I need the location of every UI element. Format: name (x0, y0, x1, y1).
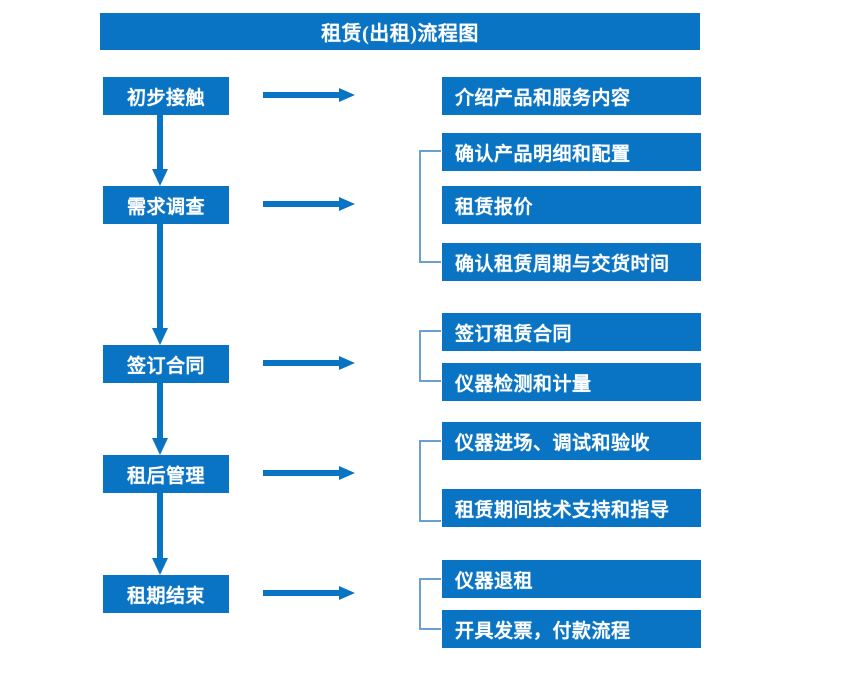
group-bracket-icon-2 (419, 150, 441, 263)
detail-box-8[interactable]: 租赁期间技术支持和指导 (442, 489, 701, 527)
detail-box-7[interactable]: 仪器进场、调试和验收 (442, 422, 701, 460)
stage-box-5[interactable]: 租期结束 (103, 575, 229, 613)
detail-box-9[interactable]: 仪器退租 (442, 560, 701, 598)
group-bracket-icon-5 (419, 578, 441, 630)
group-bracket-icon-3 (419, 330, 441, 382)
arrow-down-icon-2 (152, 224, 168, 345)
arrow-right-icon-3 (263, 356, 355, 370)
arrow-down-icon-3 (152, 383, 168, 455)
detail-box-1[interactable]: 介绍产品和服务内容 (442, 77, 701, 115)
arrow-right-icon-1 (263, 88, 355, 102)
stage-box-2[interactable]: 需求调查 (103, 186, 229, 224)
detail-box-6[interactable]: 仪器检测和计量 (442, 363, 701, 401)
detail-box-10[interactable]: 开具发票，付款流程 (442, 610, 701, 648)
stage-box-4[interactable]: 租后管理 (103, 455, 229, 493)
detail-box-3[interactable]: 租赁报价 (442, 186, 701, 224)
diagram-title: 租赁(出租)流程图 (100, 13, 700, 50)
arrow-right-icon-4 (263, 466, 355, 480)
detail-box-2[interactable]: 确认产品明细和配置 (442, 133, 701, 171)
arrow-right-icon-2 (263, 197, 355, 211)
stage-box-1[interactable]: 初步接触 (103, 77, 229, 115)
arrow-down-icon-4 (152, 493, 168, 575)
group-bracket-icon-4 (419, 440, 441, 522)
arrow-right-icon-5 (263, 586, 355, 600)
stage-box-3[interactable]: 签订合同 (103, 345, 229, 383)
arrow-down-icon-1 (152, 115, 168, 186)
detail-box-5[interactable]: 签订租赁合同 (442, 313, 701, 351)
detail-box-4[interactable]: 确认租赁周期与交货时间 (442, 243, 701, 281)
